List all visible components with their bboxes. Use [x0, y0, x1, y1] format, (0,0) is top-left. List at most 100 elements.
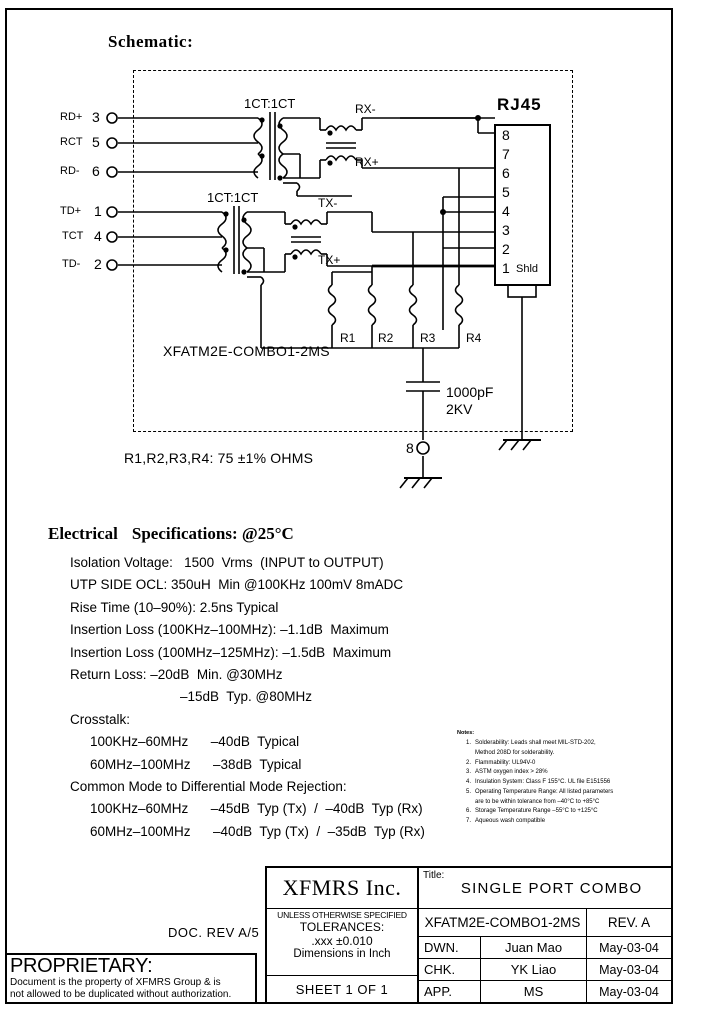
- signal-label-tx-plus: TX+: [318, 253, 341, 267]
- note-text: Storage Temperature Range –55°C to +125°…: [475, 808, 598, 815]
- role-label: APP.: [419, 981, 481, 1002]
- spec-line: Isolation Voltage: 1500 Vrms (INPUT to O…: [70, 555, 384, 570]
- electrical-specs-heading-b: Specifications: @25°C: [131, 524, 294, 543]
- pin-number-3: 3: [92, 109, 100, 125]
- pin-label-td-plus: TD+: [60, 205, 82, 217]
- note-item: 3. ASTM oxygen index > 28%: [457, 768, 662, 777]
- spec-line: –15dB Typ. @80MHz: [180, 689, 313, 705]
- title-block: XFMRS Inc. UNLESS OTHERWISE SPECIFIED TO…: [265, 866, 673, 1004]
- spec-line: Insertion Loss (100MHz–125MHz): –1.5dB M…: [70, 644, 392, 660]
- sheet-number: SHEET 1 OF 1: [295, 981, 389, 997]
- turns-ratio-tx: 1CT:1CT: [207, 190, 259, 205]
- note-text: Insulation System: Class F 155°C. UL fil…: [475, 779, 611, 786]
- resistor-label-r4: R4: [466, 331, 482, 345]
- note-number: 5.: [465, 788, 471, 795]
- note-text: Aqueous wash compatible: [475, 818, 546, 825]
- approval-row-dwn: DWN. Juan Mao May-03-04: [419, 937, 671, 959]
- schematic-labels: RD+ 3 RCT 5 RD- 6 TD+ 1 TCT 4 TD- 2 1CT:…: [60, 95, 542, 466]
- note-text: Operating Temperature Range: All listed …: [475, 788, 614, 795]
- note-item: 1. Solderability: Leads shall meet MIL-S…: [457, 739, 662, 748]
- resistor-value-note: R1,R2,R3,R4: 75 ±1% OHMS: [124, 450, 314, 466]
- pin-number-6: 6: [92, 163, 100, 179]
- rj45-pin-4: 4: [502, 203, 510, 219]
- spec-line: Return Loss: –20dB Min. @30MHz: [70, 667, 283, 683]
- company-logo: XFMRS Inc.: [267, 868, 417, 909]
- note-item: 6. Storage Temperature Range –55°C to +1…: [457, 807, 662, 816]
- role-label: DWN.: [419, 937, 481, 958]
- signal-label-tx-minus: TX-: [318, 196, 338, 210]
- person-name: YK Liao: [481, 959, 587, 980]
- note-text: Solderability: Leads shall meet MIL-STD-…: [475, 740, 596, 746]
- role-label: CHK.: [419, 959, 481, 980]
- rj45-shield-label: Shld: [516, 263, 539, 275]
- pin-label-rd-plus: RD+: [60, 111, 83, 123]
- resistor-label-r1: R1: [340, 331, 356, 345]
- date-value: May-03-04: [599, 962, 659, 977]
- approval-row-chk: CHK. YK Liao May-03-04: [419, 959, 671, 981]
- date-value: May-03-04: [599, 984, 659, 999]
- proprietary-line-2: not allowed to be duplicated without aut…: [10, 988, 232, 1000]
- part-number-row: XFATM2E-COMBO1-2MS REV. A: [419, 909, 671, 937]
- electrical-specs-heading-a: Electrical: [48, 524, 118, 543]
- pin-number-5: 5: [92, 134, 100, 150]
- note-number: 2.: [465, 759, 471, 766]
- spec-line: 60MHz–100MHz –40dB Typ (Tx) / –35dB Typ …: [90, 823, 425, 839]
- rj45-pin-7: 7: [502, 146, 510, 162]
- title-label: Title:: [423, 870, 445, 881]
- rj45-title: RJ45: [497, 95, 542, 114]
- pin-label-tct: TCT: [62, 230, 84, 242]
- tolerance-line-2: TOLERANCES:: [299, 920, 385, 934]
- note-number: 1.: [465, 740, 471, 746]
- drawing-title-row: Title: SINGLE PORT COMBO: [419, 868, 671, 909]
- electrical-specs-heading: Electrical Specifications: @25°C: [48, 524, 294, 544]
- title-block-right: Title: SINGLE PORT COMBO XFATM2E-COMBO1-…: [419, 868, 671, 1002]
- doc-revision-label: DOC. REV A/5: [168, 925, 260, 940]
- rj45-pin-5: 5: [502, 184, 510, 200]
- pin-label-td-minus: TD-: [62, 258, 81, 270]
- proprietary-notice: PROPRIETARY: Document is the property of…: [5, 953, 257, 1004]
- rj45-pin-8: 8: [502, 127, 510, 143]
- module-boundary-dashed-box: [133, 70, 573, 432]
- pin-label-rd-minus: RD-: [60, 165, 80, 177]
- note-text: Flammability: UL94V-0: [475, 759, 536, 766]
- proprietary-line-1: Document is the property of XFMRS Group …: [10, 977, 221, 988]
- note-number: 3.: [465, 769, 471, 776]
- note-number: 4.: [465, 779, 471, 786]
- turns-ratio-rx: 1CT:1CT: [244, 96, 296, 111]
- spec-line: Rise Time (10–90%): 2.5ns Typical: [70, 599, 279, 615]
- revision-value: REV. A: [607, 915, 651, 930]
- schematic-diagram: [106, 112, 551, 489]
- notes-heading: Notes:: [457, 730, 475, 736]
- approval-row-app: APP. MS May-03-04: [419, 981, 671, 1002]
- capacitor-ground-pin-8: 8: [406, 440, 414, 456]
- tolerance-line-4: Dimensions in Inch: [293, 948, 391, 960]
- note-item: 7. Aqueous wash compatible: [457, 817, 662, 826]
- notes-block: Notes: 1. Solderability: Leads shall mee…: [457, 730, 662, 827]
- capacitor-rating: 2KV: [446, 401, 473, 417]
- rj45-pin-3: 3: [502, 222, 510, 238]
- signal-label-rx-plus: RX+: [355, 155, 379, 169]
- spec-line: Common Mode to Differential Mode Rejecti…: [70, 779, 347, 795]
- signal-label-rx-minus: RX-: [355, 102, 376, 116]
- capacitor-value: 1000pF: [446, 384, 494, 400]
- note-number: 7.: [465, 818, 471, 825]
- note-text: ASTM oxygen index > 28%: [475, 769, 548, 776]
- electrical-specs-list: Isolation Voltage: 1500 Vrms (INPUT to O…: [70, 552, 470, 843]
- note-item: 4. Insulation System: Class F 155°C. UL …: [457, 778, 662, 787]
- drawing-title-value: SINGLE PORT COMBO: [460, 879, 643, 897]
- spec-line: UTP SIDE OCL: 350uH Min @100KHz 100mV 8m…: [70, 577, 404, 593]
- spec-line: 100KHz–60MHz –40dB Typical: [90, 734, 300, 750]
- rj45-pin-6: 6: [502, 165, 510, 181]
- person-name: Juan Mao: [481, 937, 587, 958]
- tolerance-line-3: .xxx ±0.010: [311, 934, 373, 948]
- spec-line: 60MHz–100MHz –38dB Typical: [90, 756, 302, 772]
- note-continuation: Method 208D for solderability.: [475, 749, 555, 756]
- tolerances-cell: UNLESS OTHERWISE SPECIFIED TOLERANCES: .…: [267, 909, 417, 976]
- resistor-label-r3: R3: [420, 331, 436, 345]
- tolerance-line-1: UNLESS OTHERWISE SPECIFIED: [277, 910, 407, 920]
- spec-line: 100KHz–60MHz –45dB Typ (Tx) / –40dB Typ …: [90, 801, 423, 817]
- pin-label-rct: RCT: [60, 136, 83, 148]
- title-block-left: XFMRS Inc. UNLESS OTHERWISE SPECIFIED TO…: [267, 868, 419, 1002]
- part-number-label: XFATM2E-COMBO1-2MS: [163, 343, 330, 359]
- spec-line: Insertion Loss (100KHz–100MHz): –1.1dB M…: [70, 622, 389, 638]
